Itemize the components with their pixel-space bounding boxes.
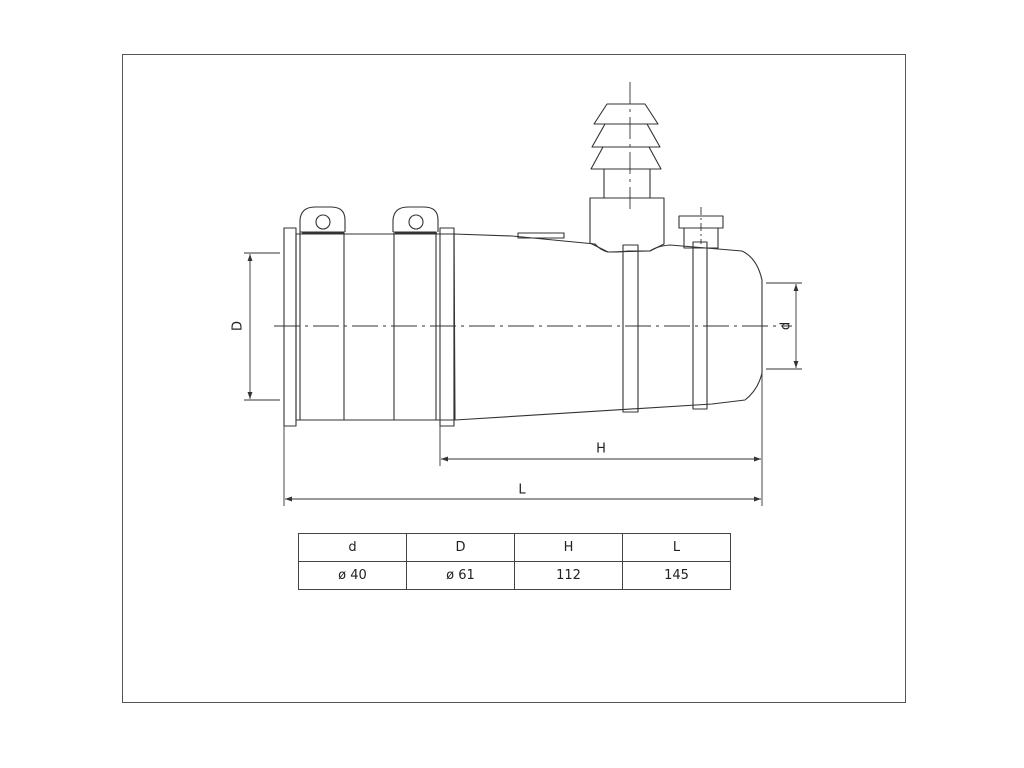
- hose-barb-1: [593, 103, 659, 125]
- body-band-2: [692, 241, 708, 410]
- hose-barb-2: [591, 123, 661, 148]
- spec-value-D: ø 61: [406, 561, 515, 590]
- dimension-label-d: d: [779, 322, 794, 330]
- spec-header-D: D: [406, 533, 515, 562]
- dimension-label-D: D: [231, 321, 246, 331]
- hose-barb-3: [590, 146, 662, 170]
- clamp-handle-2: [392, 206, 439, 234]
- left-coupling-body: [295, 233, 455, 421]
- spec-header-H: H: [514, 533, 623, 562]
- spec-table: d D H L ø 40 ø 61 112 145: [298, 533, 731, 590]
- clamp-handle-1: [299, 206, 346, 234]
- spec-header-L: L: [622, 533, 731, 562]
- spec-value-L: 145: [622, 561, 731, 590]
- small-plate: [517, 232, 565, 239]
- spec-table-header-row: d D H L: [298, 533, 731, 562]
- tapered-body: [453, 233, 763, 421]
- spec-value-H: 112: [514, 561, 623, 590]
- outlet-boss: [589, 197, 665, 253]
- spec-table-value-row: ø 40 ø 61 112 145: [298, 561, 731, 590]
- spec-value-d: ø 40: [298, 561, 407, 590]
- left-flange: [283, 227, 297, 427]
- joint-flange: [439, 227, 455, 427]
- drawing-frame: [122, 54, 906, 703]
- dimension-label-H: H: [596, 442, 606, 457]
- spec-header-d: d: [298, 533, 407, 562]
- dimension-label-L: L: [518, 483, 526, 498]
- body-band-1: [622, 244, 639, 413]
